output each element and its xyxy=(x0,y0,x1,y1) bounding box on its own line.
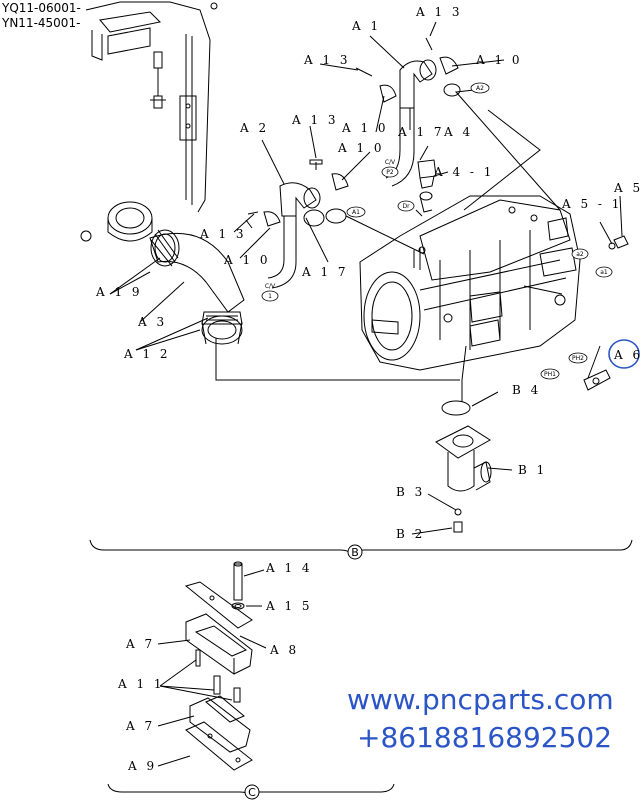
hose-a1 xyxy=(303,37,461,227)
label-a9: A 9 xyxy=(127,759,157,773)
hose-a3 xyxy=(80,201,245,345)
tag-dr: Dr xyxy=(402,203,410,210)
tag-a1: A1 xyxy=(352,209,360,216)
mounting-assembly xyxy=(184,561,253,771)
label-a2: A 2 xyxy=(239,121,269,135)
pressure-sensor-a6 xyxy=(583,369,611,391)
label-a6: A 6 xyxy=(613,348,641,362)
label-a13-bottom: A 1 3 xyxy=(199,227,247,241)
label-a4: A 4 xyxy=(443,125,473,139)
main-pump xyxy=(359,195,581,371)
tag-a2: A2 xyxy=(476,85,484,92)
label-a7-top: A 7 xyxy=(125,637,155,651)
frame-structure xyxy=(85,1,218,213)
section-marker-c: C xyxy=(244,784,260,800)
section-c-leaders xyxy=(157,569,267,767)
section-c-label: C xyxy=(248,786,256,799)
tag-a1-small: a1 xyxy=(600,269,608,276)
label-a13-top: A 1 3 xyxy=(415,5,463,19)
model-code-1: YQ11-06001- xyxy=(2,1,81,15)
label-a5: A 5 xyxy=(613,181,641,195)
label-a10-right: A 1 0 xyxy=(475,53,523,67)
watermark-phone: +8618816892502 xyxy=(357,721,613,754)
leader-lines xyxy=(109,21,623,535)
label-a11: A 1 1 xyxy=(117,677,165,691)
label-a15: A 1 5 xyxy=(265,599,313,613)
tag-ph1: PH1 xyxy=(544,371,556,378)
section-b-label: B xyxy=(351,546,359,559)
flange-b1 xyxy=(435,400,492,533)
watermark-website: www.pncparts.com xyxy=(347,683,614,716)
highlight-a6 xyxy=(608,339,640,369)
plug-a5 xyxy=(608,235,629,250)
part-labels: A 1 3 A 1 A 1 3 A 1 0 A 1 3 A 1 0 A 1 7 … xyxy=(95,5,641,773)
label-a13-left: A 1 3 xyxy=(291,113,339,127)
label-a13-mid: A 1 3 xyxy=(303,53,351,67)
label-a3: A 3 xyxy=(137,315,167,329)
label-a5-1: A 5 - 1 xyxy=(561,197,622,211)
label-a4-1: A 4 - 1 xyxy=(433,165,494,179)
tag-p2: P2 xyxy=(386,169,394,176)
label-b4: B 4 xyxy=(512,383,541,397)
label-a12: A 1 2 xyxy=(123,347,171,361)
label-a17-bottom: A 1 7 xyxy=(301,265,349,279)
label-a8: A 8 xyxy=(269,643,299,657)
section-marker-b: B xyxy=(347,544,363,560)
tag-p1: 1 xyxy=(268,293,272,300)
label-a19: A 1 9 xyxy=(95,285,143,299)
tag-a2-small: a2 xyxy=(576,251,584,258)
label-a1: A 1 xyxy=(351,19,381,33)
label-b3: B 3 xyxy=(396,485,425,499)
label-b1: B 1 xyxy=(518,463,547,477)
tag-cv-lower: C/V xyxy=(265,283,276,290)
label-a14: A 1 4 xyxy=(265,561,313,575)
label-b2: B 2 xyxy=(396,527,425,541)
port-tags: A2 A1 Dr a2 a1 PH2 PH1 C/V P2 C/V 1 xyxy=(261,82,613,380)
label-a10-bottom: A 1 0 xyxy=(223,253,271,267)
label-a17-top: A 1 7 xyxy=(397,125,445,139)
tag-cv-upper: C/V xyxy=(385,159,396,166)
label-a10-mid: A 1 0 xyxy=(337,141,385,155)
label-a7-bottom: A 7 xyxy=(125,719,155,733)
tag-ph2: PH2 xyxy=(572,355,584,362)
label-a10-center: A 1 0 xyxy=(341,121,389,135)
model-code-2: YN11-45001- xyxy=(2,16,81,30)
